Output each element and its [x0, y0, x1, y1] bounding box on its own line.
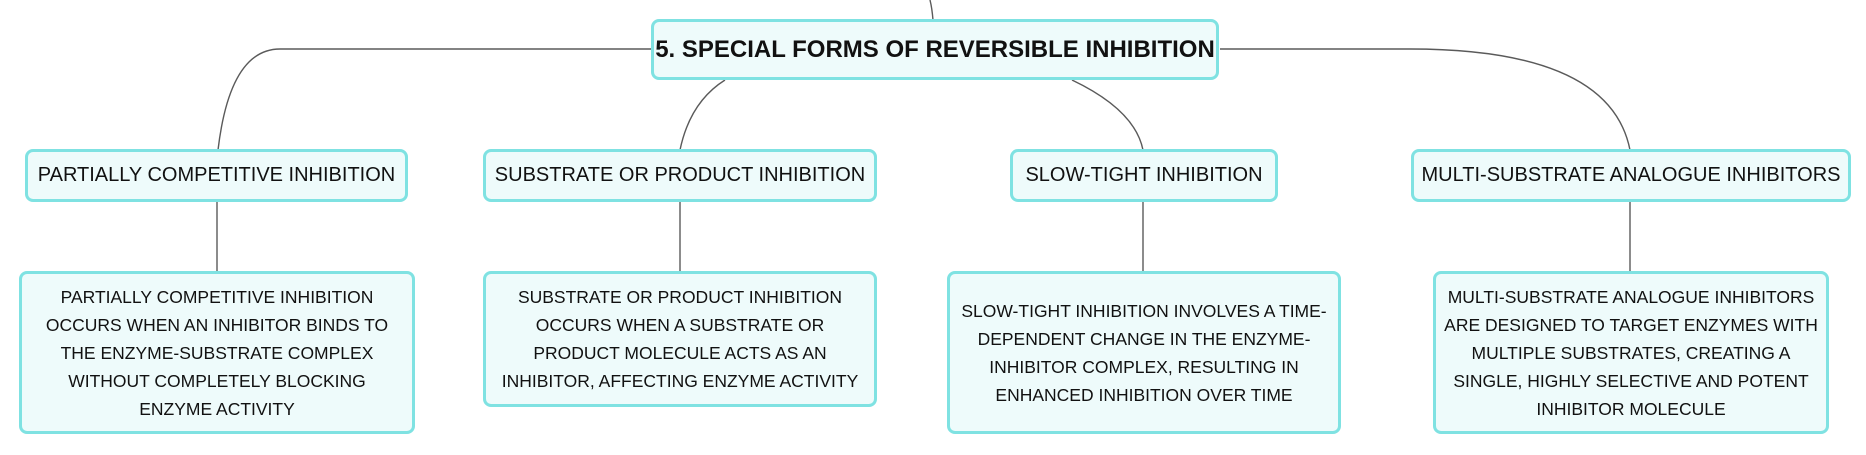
branch-description: SLOW-TIGHT INHIBITION INVOLVES A TIME-DE… [961, 300, 1327, 405]
description-node-multi-substrate[interactable]: MULTI-SUBSTRATE ANALOGUE INHIBITORS ARE … [1433, 271, 1829, 434]
branch-title: MULTI-SUBSTRATE ANALOGUE INHIBITORS [1421, 164, 1841, 186]
connector-root-branch-2 [679, 79, 726, 151]
branch-description: MULTI-SUBSTRATE ANALOGUE INHIBITORS ARE … [1444, 286, 1818, 419]
root-node-label: 5. SPECIAL FORMS OF REVERSIBLE INHIBITIO… [655, 35, 1215, 63]
branch-description: SUBSTRATE OR PRODUCT INHIBITION OCCURS W… [501, 287, 859, 391]
branch-node-substrate-product[interactable]: SUBSTRATE OR PRODUCT INHIBITION [483, 149, 877, 202]
connector-root-branch-1 [217, 48, 653, 151]
branch-title: SLOW-TIGHT INHIBITION [1025, 164, 1263, 186]
connector-root-branch-4 [1220, 48, 1631, 151]
connector-parent [929, 0, 934, 21]
description-node-slow-tight[interactable]: SLOW-TIGHT INHIBITION INVOLVES A TIME-DE… [947, 271, 1341, 434]
branch-node-multi-substrate[interactable]: MULTI-SUBSTRATE ANALOGUE INHIBITORS [1411, 149, 1851, 202]
branch-title: PARTIALLY COMPETITIVE INHIBITION [37, 164, 396, 186]
branch-node-partially-competitive[interactable]: PARTIALLY COMPETITIVE INHIBITION [25, 149, 408, 202]
description-node-substrate-product[interactable]: SUBSTRATE OR PRODUCT INHIBITION OCCURS W… [483, 271, 877, 407]
connector-root-branch-3 [1071, 79, 1144, 151]
branch-description: PARTIALLY COMPETITIVE INHIBITION OCCURS … [45, 286, 389, 419]
branch-node-slow-tight[interactable]: SLOW-TIGHT INHIBITION [1010, 149, 1278, 202]
root-node[interactable]: 5. SPECIAL FORMS OF REVERSIBLE INHIBITIO… [651, 19, 1219, 80]
description-node-partially-competitive[interactable]: PARTIALLY COMPETITIVE INHIBITION OCCURS … [19, 271, 415, 434]
branch-title: SUBSTRATE OR PRODUCT INHIBITION [494, 164, 866, 186]
